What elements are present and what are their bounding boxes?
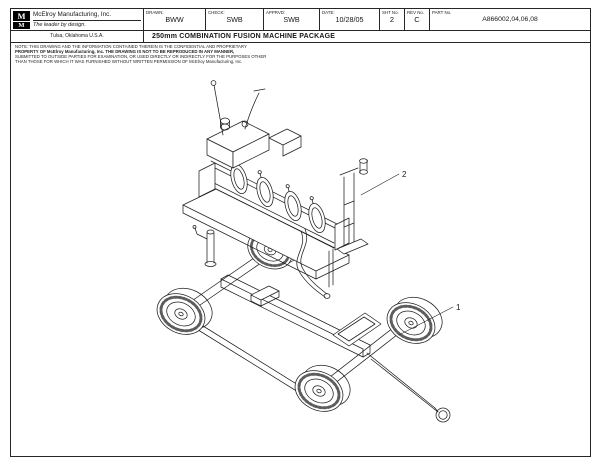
jack-stand [192,225,217,267]
field-apprvd: APPRVD: SWB [264,9,320,30]
field-sheet-value: 2 [389,15,395,24]
clamp-jaws [230,157,326,233]
field-date: DATE: 10/28/05 [320,9,380,30]
wheel-front-left [156,287,213,335]
callout-1: 1 [398,303,461,336]
trailer-frame [182,248,412,401]
callout-2-number: 2 [402,170,407,179]
callout-1-number: 1 [456,303,461,312]
field-apprvd-value: SWB [283,15,300,24]
drawing-title: 250mm COMBINATION FUSION MACHINE PACKAGE [152,33,336,40]
field-date-label: DATE: [322,10,335,15]
hydraulic-hose [296,228,331,299]
machine-isometric-drawing: 2 1 [156,80,461,423]
field-revision-label: REV No. [407,10,425,15]
field-drawn-value: BWW [165,15,184,24]
field-check-label: CHECK: [208,10,225,15]
field-apprvd-label: APPRVD: [266,10,286,15]
title-block-row-1: M M McElroy Manufacturing, Inc. The lead… [11,9,590,30]
proprietary-note-line: NOTE: THIS DRAWING AND THE INFORMATION C… [15,44,247,49]
border-frame: M M McElroy Manufacturing, Inc. The lead… [10,8,591,457]
wheel-rear-left [294,364,351,412]
title-block: M M McElroy Manufacturing, Inc. The lead… [11,9,590,43]
field-sheet-number: SHT No. 2 [380,9,405,30]
fusion-machine-assembly [182,80,369,299]
wheel-rear-right [386,296,443,344]
field-part-label: PART No. [432,10,452,15]
field-revision: REV No. C [405,9,430,30]
field-check: CHECK: SWB [206,9,264,30]
field-drawn: DRAWN: BWW [144,9,206,30]
frame-link-rod [328,248,334,288]
field-part-value: A866002,04,06,08 [482,16,538,23]
field-drawn-label: DRAWN: [146,10,164,15]
tow-bar [366,352,451,423]
logo-letter-top: M [13,10,30,21]
company-tagline: The leader by design. [33,21,86,28]
proprietary-note-line: THAN THOSE FOR WHICH IT WAS FURNISHED WI… [15,58,243,64]
field-check-value: SWB [226,15,243,24]
company-location: Tulsa, Oklahoma U.S.A. [11,31,144,42]
company-text: McElroy Manufacturing, Inc. The leader b… [33,10,141,29]
field-sheet-label: SHT No. [382,10,399,15]
callout-2: 2 [360,170,407,196]
support-bracket-tower [336,158,369,255]
proprietary-note: NOTE: THIS DRAWING AND THE INFORMATION C… [15,44,315,65]
title-block-row-2: Tulsa, Oklahoma U.S.A. 250mm COMBINATION… [11,30,590,42]
tow-ring [435,407,451,423]
engine-pump-unit [206,117,302,169]
field-part-number: PART No. A866002,04,06,08 [430,9,590,30]
mcelroy-logo: M M [13,10,30,29]
proprietary-note-line: PROPERTY OF McElroy Manufacturing, Inc. … [15,48,235,54]
field-revision-value: C [414,15,420,24]
control-levers [210,80,266,136]
company-cell: M M McElroy Manufacturing, Inc. The lead… [11,9,144,30]
field-date-value: 10/28/05 [335,15,364,24]
logo-letter-bottom: M [13,21,30,29]
proprietary-note-line: SUBMITTED TO OUTSIDE PARTIES FOR EXAMINA… [15,53,267,59]
company-name: McElroy Manufacturing, Inc. [33,10,141,21]
